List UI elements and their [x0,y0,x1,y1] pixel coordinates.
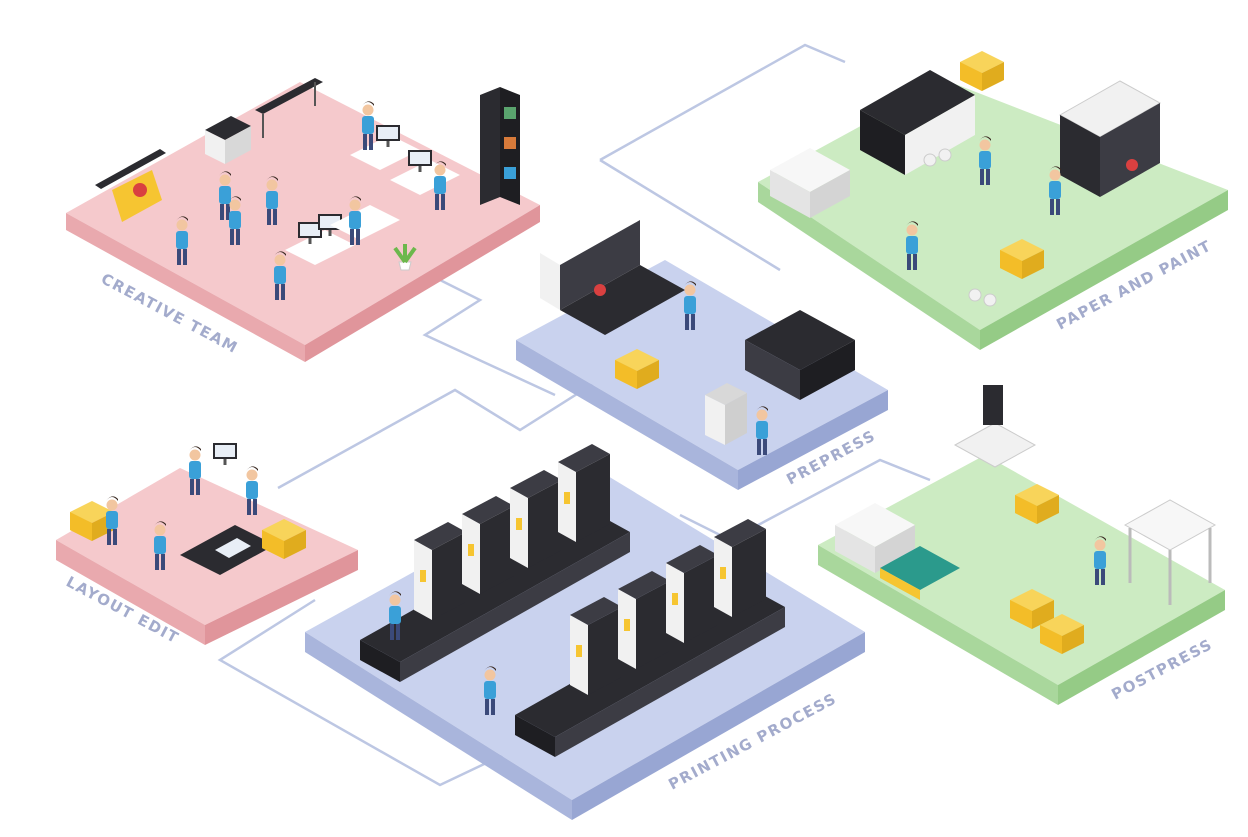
connector-printing-postpress [679,458,931,542]
paper-pallet-left [770,148,850,218]
offset-press [540,220,685,335]
paper-pallet-postpress [835,503,915,573]
side-right [980,190,1228,350]
copier-prepress [705,383,747,445]
zone-layout-edit: LAYOUT EDIT [56,443,358,647]
binding-machine [953,385,1037,468]
wide-printer [255,78,323,138]
book-stacks [880,546,960,600]
zone-prepress: PREPRESS [516,220,888,490]
side-right [205,550,358,645]
press-line-1 [360,444,630,682]
zone-postpress: POSTPRESS [818,385,1225,705]
zone-paper-and-paint: PAPER AND PAINT [758,51,1228,350]
floor [818,455,1225,685]
copier [205,116,251,164]
paint-cans [923,148,997,307]
side-left [66,213,305,362]
plotter-printer [95,149,166,222]
side-left [56,540,205,645]
cutting-table [1123,499,1217,605]
layout-desk [180,525,275,575]
computer-desk [213,443,237,465]
zone-printing-process: PRINTING PROCESS [305,444,865,820]
side-right [305,205,540,362]
side-left [818,545,1058,705]
side-right [738,390,888,490]
zone-creative-team: CREATIVE TEAM [66,78,540,362]
plant [393,244,417,271]
side-left [305,632,572,820]
bookshelf [480,87,520,205]
connector-layout-printing [277,368,616,490]
side-right [1058,590,1225,705]
desk-1 [350,125,420,170]
floor [66,82,540,345]
side-left [758,182,980,350]
desk-4 [330,205,400,240]
connector-creative-prepress [422,278,556,397]
desk-3 [285,214,355,265]
paint-machine [860,70,975,175]
connector-prepress-paper [599,43,846,162]
guillotine-cutter [1058,80,1162,197]
press-line-2 [515,519,785,757]
digital-press [745,310,855,400]
connector-prepress-paper-2 [599,158,781,272]
side-left [516,340,738,490]
side-right [572,632,865,820]
